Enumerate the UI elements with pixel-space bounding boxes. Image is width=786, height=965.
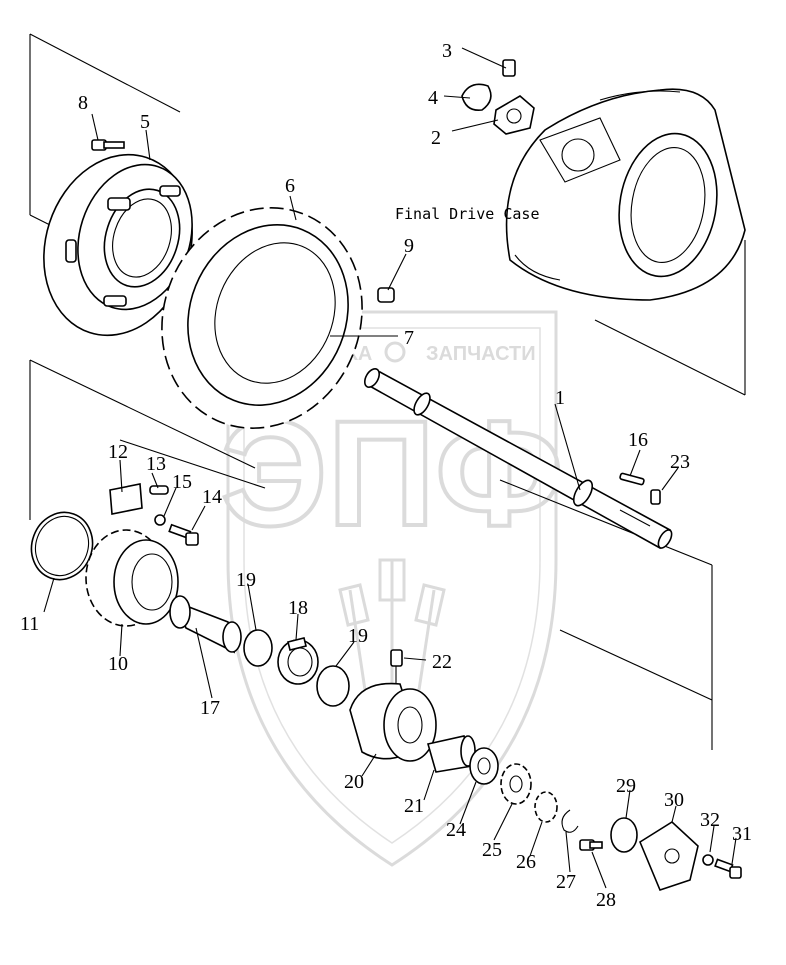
callout-27: 27: [556, 871, 576, 893]
pin-part-23: [650, 489, 661, 505]
snap-ring-part-27: [561, 809, 579, 833]
o-ring-part-29: [610, 817, 638, 853]
callout-29: 29: [616, 775, 636, 797]
housing-part-20: [349, 682, 437, 762]
callout-20: 20: [344, 771, 364, 793]
callout-1: 1: [555, 387, 565, 409]
gear-hub-part-10: [85, 529, 179, 627]
cover-part-30: [639, 820, 699, 891]
sprocket-segment: [161, 207, 363, 429]
callout-26: 26: [516, 851, 536, 873]
seal-part-18: [277, 637, 319, 685]
callout-11: 11: [20, 613, 39, 635]
leader-lines: [43, 47, 737, 889]
callout-32: 32: [700, 809, 720, 831]
callout-7: 7: [404, 327, 414, 349]
callout-10: 10: [108, 653, 128, 675]
washer-part-15: [154, 514, 166, 526]
axle-shaft: [363, 368, 673, 550]
nut-part-9: [377, 287, 395, 303]
watermark-gear-icon: [384, 341, 406, 363]
nut-part-25: [500, 763, 532, 805]
callout-31: 31: [732, 823, 752, 845]
bolt-part-28: [579, 839, 603, 851]
watermark-shield: [226, 310, 558, 867]
final-drive-case-label: Final Drive Case: [395, 205, 540, 223]
callout-25: 25: [482, 839, 502, 861]
callout-labels: 1 2 3 4 5 6 7 8 9 10 11 12 13 14 15 16 1…: [20, 40, 752, 911]
pin-part-13: [149, 485, 169, 495]
callout-28: 28: [596, 889, 616, 911]
callout-2: 2: [431, 127, 441, 149]
hub-flange: [43, 153, 193, 337]
sleeve-part-17: [169, 595, 242, 654]
o-ring-part-19-left: [243, 629, 273, 667]
callout-13: 13: [146, 453, 166, 475]
bolt-part-31: [714, 858, 742, 879]
callout-8: 8: [78, 92, 88, 114]
callout-16: 16: [628, 429, 648, 451]
callout-19-left: 19: [236, 569, 256, 591]
washer-part-24: [469, 747, 499, 785]
final-drive-case: [505, 88, 746, 301]
watermark-text-right: ЗАПЧАСТИ: [426, 343, 536, 365]
construction-lines: [29, 33, 746, 750]
callout-30: 30: [664, 789, 684, 811]
callout-9: 9: [404, 235, 414, 257]
bracket-part-12: [109, 483, 143, 515]
callout-6: 6: [285, 175, 295, 197]
lockwasher-part-26: [534, 791, 558, 823]
bushing-part-21: [426, 735, 476, 773]
washer-part-32: [702, 854, 714, 866]
callout-24: 24: [446, 819, 466, 841]
callout-19-right: 19: [348, 625, 368, 647]
o-ring-part-11: [30, 511, 94, 581]
callout-18: 18: [288, 597, 308, 619]
callout-4: 4: [428, 87, 438, 109]
o-ring-part-19-right: [316, 665, 350, 707]
callout-3: 3: [442, 40, 452, 62]
callout-12: 12: [108, 441, 128, 463]
bolt-part-14: [168, 523, 199, 546]
callout-15: 15: [172, 471, 192, 493]
callout-17: 17: [200, 697, 220, 719]
callout-5: 5: [140, 111, 150, 133]
callout-23: 23: [670, 451, 690, 473]
bolt-part-8: [91, 139, 125, 151]
key-part-16: [619, 472, 645, 486]
callout-22: 22: [432, 651, 452, 673]
lock-plate-assembly: [461, 59, 535, 135]
watermark-wheat-icon: [338, 558, 446, 691]
callout-21: 21: [404, 795, 424, 817]
callout-14: 14: [202, 486, 222, 508]
